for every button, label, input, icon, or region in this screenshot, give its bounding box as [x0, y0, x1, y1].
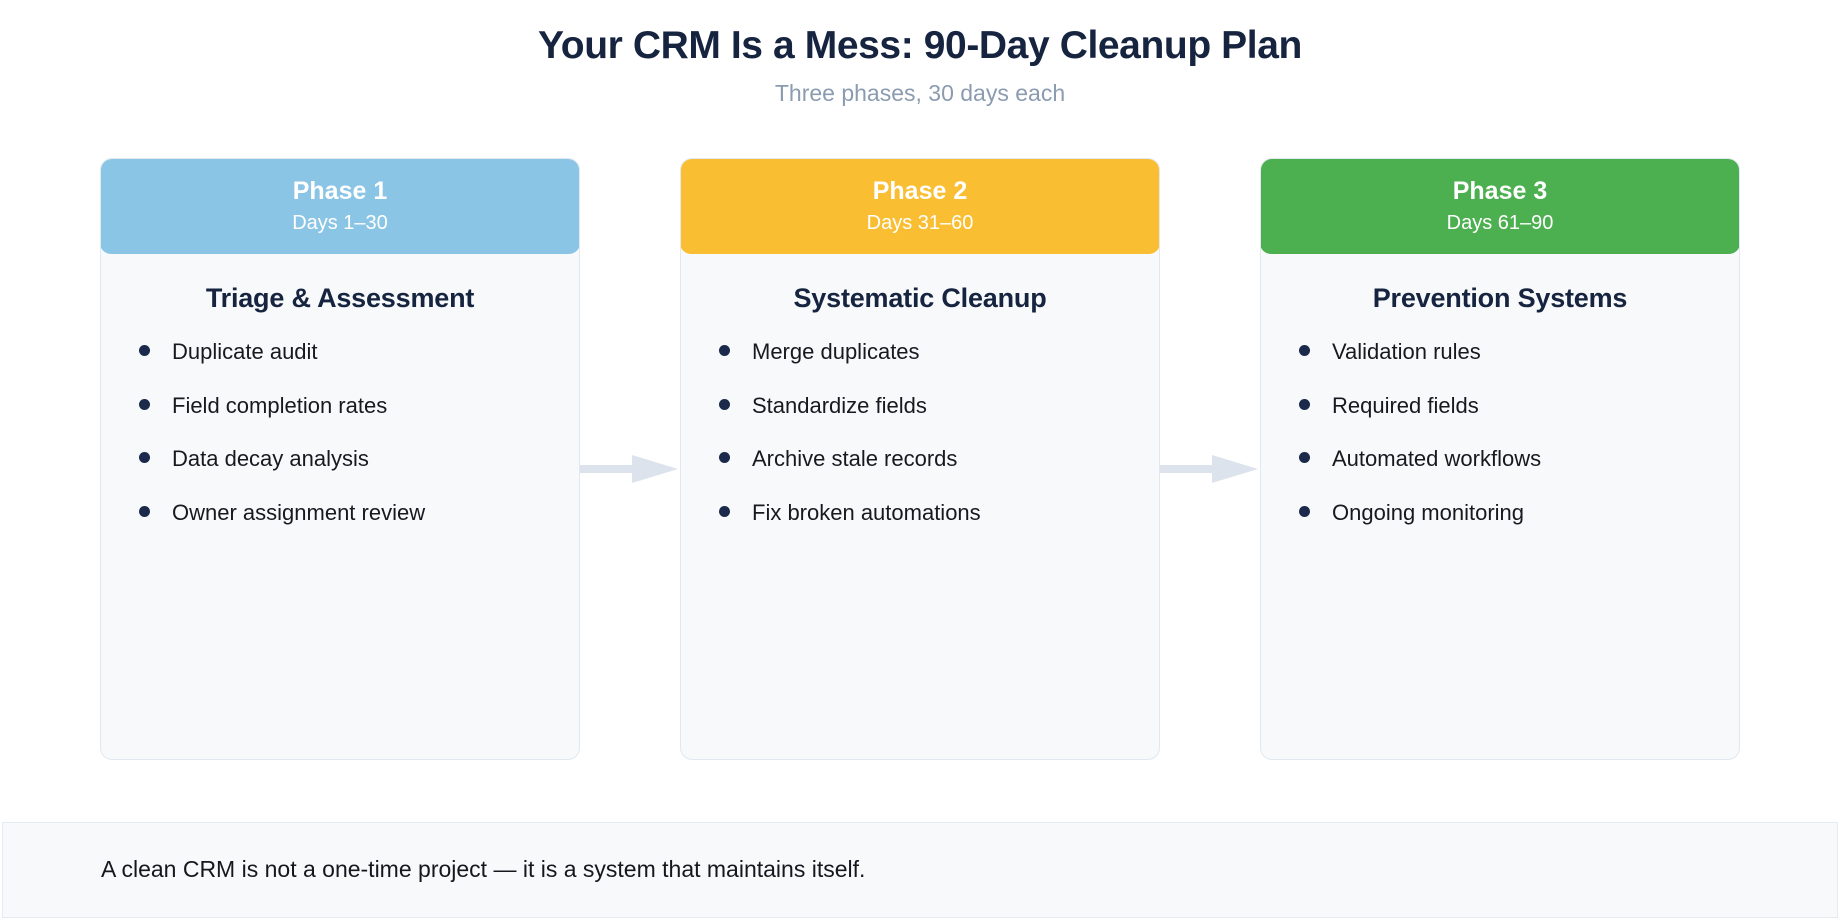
list-item: Archive stale records — [719, 445, 1129, 473]
list-item: Owner assignment review — [139, 499, 549, 527]
footer-band: A clean CRM is not a one-time project — … — [2, 822, 1838, 918]
list-item-label: Merge duplicates — [752, 339, 920, 365]
list-item: Fix broken automations — [719, 499, 1129, 527]
bullet-dot-icon — [719, 505, 730, 517]
bullet-dot-icon — [139, 505, 150, 517]
list-item: Ongoing monitoring — [1299, 499, 1709, 527]
list-item-label: Field completion rates — [172, 392, 388, 418]
list-item: Standardize fields — [719, 392, 1129, 420]
phase-card-body-1: Triage & Assessment Duplicate audit Fiel… — [101, 254, 579, 759]
phase-badge-label: Phase 3 — [1452, 177, 1548, 206]
page-title: Your CRM Is a Mess: 90-Day Cleanup Plan — [538, 24, 1302, 67]
footer-note: A clean CRM is not a one-time project — … — [101, 856, 866, 883]
phase-title: Prevention Systems — [1372, 283, 1628, 313]
phase-row: Phase 1 Days 1–30 Triage & Assessment Du… — [100, 158, 1740, 760]
phase-card-header-1: Phase 1 Days 1–30 — [101, 159, 579, 254]
list-item-label: Data decay analysis — [172, 446, 369, 472]
page-header: Your CRM Is a Mess: 90-Day Cleanup Plan … — [0, 24, 1840, 107]
list-item: Validation rules — [1299, 338, 1709, 366]
list-item-label: Ongoing monitoring — [1332, 499, 1525, 525]
phase-task-list-2: Merge duplicates Standardize fields Arch… — [711, 338, 1129, 552]
bullet-dot-icon — [1299, 398, 1310, 410]
phase-card-2[interactable]: Phase 2 Days 31–60 Systematic Cleanup Me… — [680, 158, 1160, 760]
bullet-dot-icon — [139, 345, 150, 357]
bullet-dot-icon — [139, 398, 150, 410]
phase-badge-label: Phase 1 — [292, 177, 388, 206]
list-item: Field completion rates — [139, 392, 549, 420]
arrow-right-icon — [1160, 455, 1258, 483]
phase-title: Systematic Cleanup — [793, 283, 1047, 313]
bullet-dot-icon — [139, 452, 150, 464]
phase-card-header-3: Phase 3 Days 61–90 — [1261, 159, 1739, 254]
list-item-label: Validation rules — [1332, 339, 1481, 365]
phase-title: Triage & Assessment — [205, 283, 475, 313]
phase-days-label: Days 1–30 — [292, 211, 388, 234]
phase-card-1[interactable]: Phase 1 Days 1–30 Triage & Assessment Du… — [100, 158, 580, 760]
phase-task-list-3: Validation rules Required fields Automat… — [1291, 338, 1709, 552]
bullet-dot-icon — [1299, 505, 1310, 517]
phase-card-body-2: Systematic Cleanup Merge duplicates Stan… — [681, 254, 1159, 759]
list-item-label: Archive stale records — [752, 446, 958, 472]
bullet-dot-icon — [1299, 452, 1310, 464]
list-item-label: Duplicate audit — [172, 339, 318, 365]
list-item: Required fields — [1299, 392, 1709, 420]
list-item: Automated workflows — [1299, 445, 1709, 473]
phase-card-body-3: Prevention Systems Validation rules Requ… — [1261, 254, 1739, 759]
phase-days-label: Days 31–60 — [866, 211, 974, 234]
bullet-dot-icon — [719, 345, 730, 357]
list-item-label: Automated workflows — [1332, 446, 1542, 472]
bullet-dot-icon — [719, 452, 730, 464]
phase-card-3[interactable]: Phase 3 Days 61–90 Prevention Systems Va… — [1260, 158, 1740, 760]
list-item: Data decay analysis — [139, 445, 549, 473]
arrow-right-icon — [580, 455, 678, 483]
page-subtitle: Three phases, 30 days each — [774, 79, 1066, 106]
list-item-label: Standardize fields — [752, 392, 927, 418]
phase-badge-label: Phase 2 — [872, 177, 968, 206]
bullet-dot-icon — [1299, 345, 1310, 357]
phase-task-list-1: Duplicate audit Field completion rates D… — [131, 338, 549, 552]
connector-phase2-to-phase3 — [1160, 452, 1260, 486]
list-item: Duplicate audit — [139, 338, 549, 366]
list-item-label: Owner assignment review — [172, 499, 426, 525]
phase-days-label: Days 61–90 — [1446, 211, 1554, 234]
connector-phase1-to-phase2 — [580, 452, 680, 486]
list-item-label: Fix broken automations — [752, 499, 981, 525]
list-item: Merge duplicates — [719, 338, 1129, 366]
phase-card-header-2: Phase 2 Days 31–60 — [681, 159, 1159, 254]
bullet-dot-icon — [719, 398, 730, 410]
list-item-label: Required fields — [1332, 392, 1479, 418]
